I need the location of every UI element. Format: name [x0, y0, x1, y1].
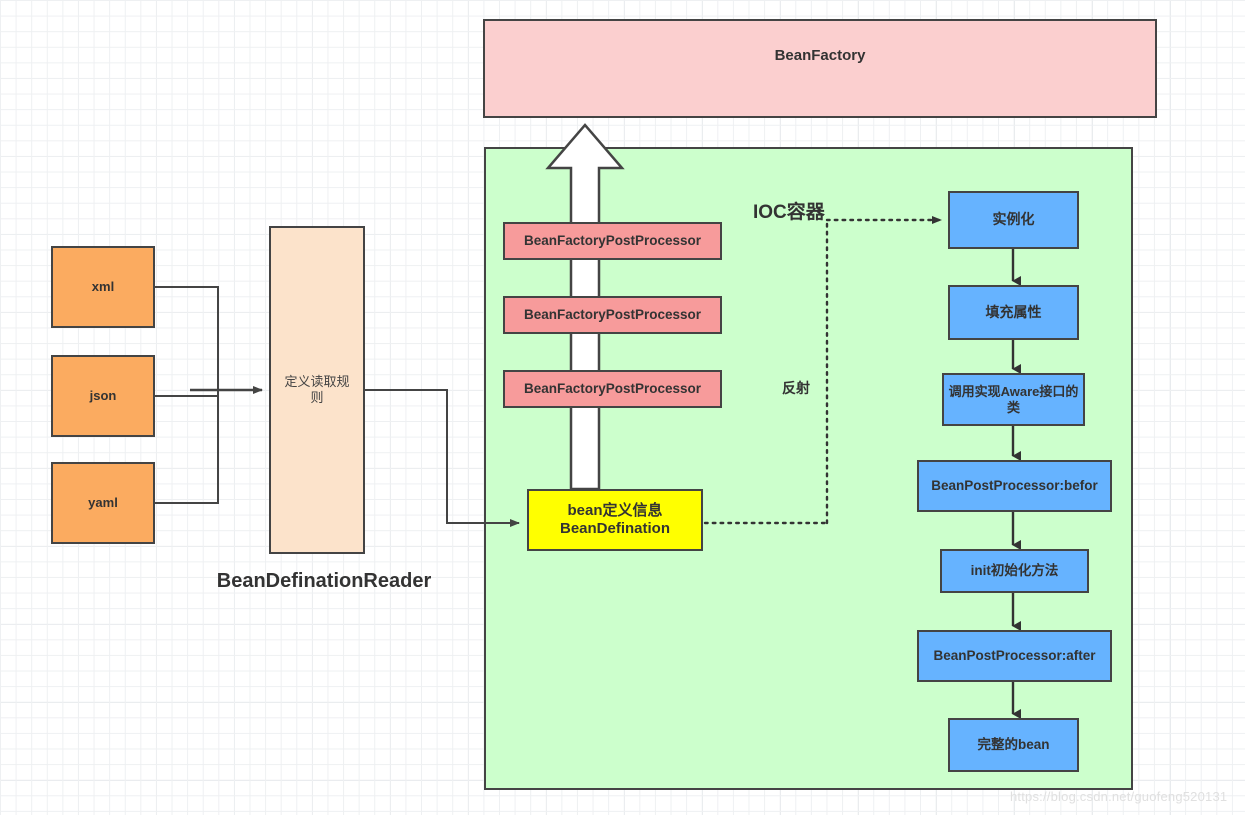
lifecycle-1-label: 实例化 [992, 211, 1035, 228]
bfpp-3-label: BeanFactoryPostProcessor [523, 380, 702, 396]
lifecycle-2-label: 填充属性 [985, 303, 1042, 320]
lifecycle-step-populate-properties[interactable]: 填充属性 [948, 285, 1079, 340]
lifecycle-6-label: BeanPostProcessor:after [933, 647, 1096, 663]
source-yaml-label: yaml [88, 495, 118, 511]
bean-definition-line1: bean定义信息 [567, 501, 663, 519]
source-xml-label: xml [91, 279, 115, 295]
lifecycle-step-postprocessor-after[interactable]: BeanPostProcessor:after [917, 630, 1112, 682]
reader-to-beandefinition-connector [365, 389, 520, 527]
source-to-reader-connectors [155, 286, 263, 504]
lifecycle-step-aware-interfaces[interactable]: 调用实现Aware接口的类 [942, 373, 1085, 426]
ioc-container-label: IOC容器 [753, 202, 825, 223]
bean-definition-reader-caption: BeanDefinationReader [216, 570, 432, 592]
lifecycle-step-complete-bean[interactable]: 完整的bean [948, 718, 1079, 772]
source-box-yaml[interactable]: yaml [51, 462, 155, 544]
lifecycle-step-init-method[interactable]: init初始化方法 [940, 549, 1089, 593]
beanfactory-post-processor-1[interactable]: BeanFactoryPostProcessor [503, 222, 722, 260]
bean-definition-line2: BeanDefination [559, 520, 670, 537]
source-box-json[interactable]: json [51, 355, 155, 437]
bfpp-2-label: BeanFactoryPostProcessor [523, 306, 702, 322]
beanfactory-post-processor-3[interactable]: BeanFactoryPostProcessor [503, 370, 722, 408]
bean-definition-box[interactable]: bean定义信息 BeanDefination [527, 489, 703, 551]
lifecycle-step-instantiate[interactable]: 实例化 [948, 191, 1079, 249]
yaml-connector [155, 390, 219, 504]
beanfactory-label: BeanFactory [774, 47, 866, 64]
source-json-label: json [89, 388, 117, 404]
lifecycle-7-label: 完整的bean [977, 736, 1050, 752]
xml-connector [155, 286, 219, 390]
bfpp-1-label: BeanFactoryPostProcessor [523, 232, 702, 248]
lifecycle-4-label: BeanPostProcessor:befor [931, 477, 1098, 493]
watermark-text: https://blog.csdn.net/guofeng520131 [1010, 789, 1228, 804]
reader-box-label: 定义读取规则 [284, 374, 350, 405]
beanfactory-box[interactable]: BeanFactory [483, 19, 1157, 118]
beanfactory-post-processor-2[interactable]: BeanFactoryPostProcessor [503, 296, 722, 334]
source-box-xml[interactable]: xml [51, 246, 155, 328]
reflection-dotted-path [703, 218, 829, 525]
lifecycle-step-postprocessor-before[interactable]: BeanPostProcessor:befor [917, 460, 1112, 512]
lifecycle-5-label: init初始化方法 [970, 562, 1059, 578]
lifecycle-3-label: 调用实现Aware接口的类 [948, 383, 1079, 415]
bean-definition-reader-box[interactable]: 定义读取规则 [269, 226, 365, 554]
reflection-label: 反射 [782, 380, 810, 396]
